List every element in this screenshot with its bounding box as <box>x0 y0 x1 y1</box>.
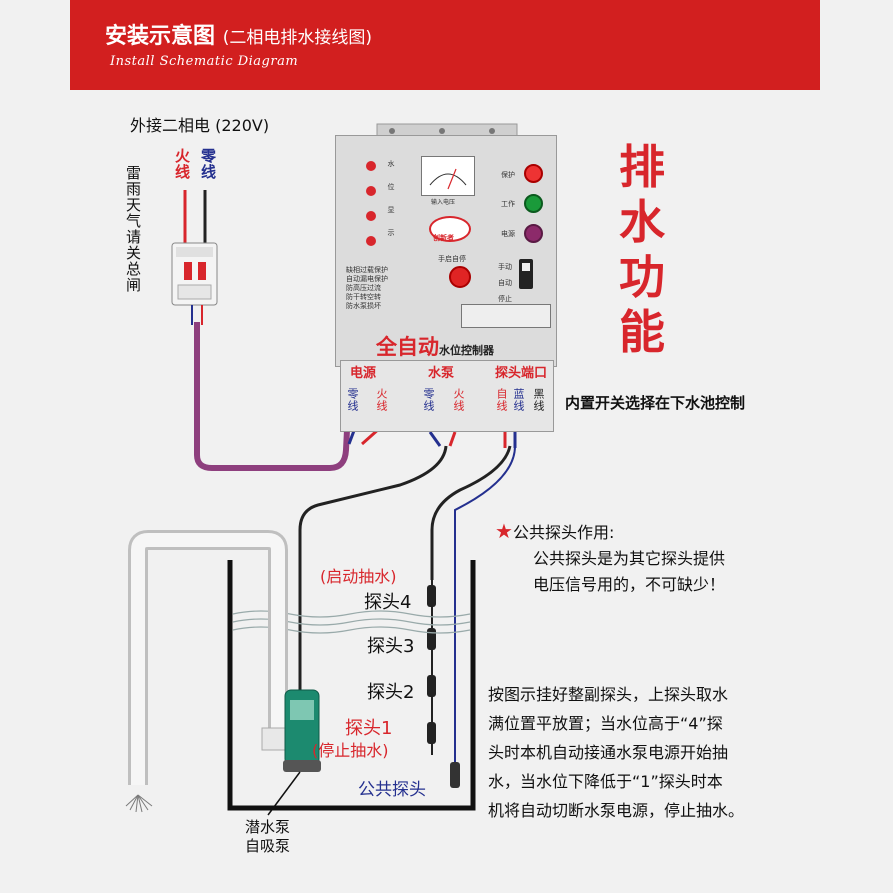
outlet-pipe <box>128 530 295 785</box>
probe-4-label: 探头4 <box>364 592 412 613</box>
status-work-label: 工作 <box>501 200 515 208</box>
terminal-probe-title: 探头端口 <box>495 366 548 381</box>
common-probe-note-line: 电压信号用的，不可缺少！ <box>533 575 726 594</box>
brand-name: 创新者 <box>433 234 454 242</box>
banner-title: 安装示意图 (二相电排水接线图) <box>105 18 372 50</box>
instruction-line: 按图示挂好整副探头，上探头取水 <box>488 685 729 704</box>
switch-note: 内置开关选择在下水池控制 <box>565 394 746 412</box>
mode-label-manual: 手动 <box>498 263 512 271</box>
terminal-power-title: 电源 <box>350 366 377 381</box>
banner-english: Install Schematic Diagram <box>110 54 299 69</box>
probe-2 <box>427 675 436 697</box>
feature-item: 防水泵损坏 <box>346 302 381 310</box>
manual-start-label: 手启自停 <box>438 255 466 263</box>
terminal-strip <box>340 360 554 432</box>
mode-label-stop: 停止 <box>498 295 512 303</box>
instruction-line: 机将自动切断水泵电源，停止抽水。 <box>488 801 745 820</box>
probe-3 <box>427 628 436 650</box>
common-probe-cable <box>454 445 516 775</box>
instructions: 按图示挂好整副探头，上探头取水 满位置平放置；当水位高于“4”探 头时本机自动接… <box>488 680 744 825</box>
probe-2-label: 探头2 <box>367 682 415 703</box>
breaker-warning: 雷雨天气请关总闸 <box>124 165 142 293</box>
function-title: 排水功能 <box>619 140 665 359</box>
product-name-big: 全自动 <box>376 335 439 359</box>
feature-item: 防干转空转 <box>346 293 381 301</box>
terminal-pump-title: 水泵 <box>428 366 455 381</box>
terminal-pump-live: 火线 <box>452 388 465 412</box>
pump-caption-line: 潜水泵 <box>245 818 291 836</box>
level-display-label: 水位显示 <box>387 160 395 252</box>
terminal-power-neutral: 零线 <box>346 388 359 412</box>
pump-cable <box>298 445 448 690</box>
banner-title-text: 安装示意图 <box>105 24 216 49</box>
spec-table <box>461 304 551 328</box>
status-protect-label: 保护 <box>501 171 515 179</box>
probe-stop-label: (停止抽水) <box>312 741 389 760</box>
supply-cable <box>194 322 350 471</box>
feature-item: 缺相过载保护 <box>346 266 388 274</box>
feature-list: 缺相过载保护 自动漏电保护 防高压过流 防干转空转 防水泵损坏 <box>346 266 388 311</box>
terminal-pump-neutral: 零线 <box>422 388 435 412</box>
pump-caption: 潜水泵 自吸泵 <box>245 818 290 856</box>
supply-label: 外接二相电 (220V) <box>130 116 270 135</box>
common-probe-note: ★公共探头作用: 公共探头是为其它探头提供 电压信号用的，不可缺少！ <box>495 518 725 598</box>
breaker-icon <box>171 242 218 306</box>
probe-common-label: 公共探头 <box>358 780 426 800</box>
breaker-live-label: 火线 <box>173 148 191 180</box>
pump-caption-line: 自吸泵 <box>245 837 291 855</box>
level-led-1 <box>366 161 376 171</box>
level-led-4 <box>366 236 376 246</box>
feature-item: 防高压过流 <box>346 284 381 292</box>
probe-cable <box>430 445 512 580</box>
water-tank <box>227 560 476 811</box>
probe-common <box>450 762 460 788</box>
water-spray-icon <box>125 794 153 813</box>
meter-caption: 输入电压 <box>431 199 456 206</box>
brand-logo <box>429 216 471 242</box>
controller-panel: 水位显示 输入电压 创新者 保护 工作 电源 手启自停 手动 自动 停止 缺相过… <box>335 135 557 367</box>
banner-subtitle: (二相电排水接线图) <box>222 28 372 48</box>
mode-switch[interactable] <box>519 259 533 289</box>
probe-3-label: 探头3 <box>367 636 415 657</box>
manual-start-button[interactable] <box>449 266 471 288</box>
instruction-line: 水，当水位下降低于“1”探头时本 <box>488 772 723 791</box>
protect-light <box>524 164 543 183</box>
terminal-probe-black: 黑线 <box>532 388 545 412</box>
header-banner <box>70 0 820 90</box>
level-led-2 <box>366 186 376 196</box>
probe-1 <box>427 722 436 744</box>
terminal-probe-white: 自线 <box>495 388 508 412</box>
product-name: 全自动水位控制器 <box>376 331 494 361</box>
probe-4 <box>427 585 436 607</box>
work-light <box>524 194 543 213</box>
level-led-3 <box>366 211 376 221</box>
star-icon: ★ <box>495 519 513 543</box>
power-light <box>524 224 543 243</box>
probe-start-label: (启动抽水) <box>320 567 397 586</box>
common-probe-note-title: 公共探头作用: <box>512 523 615 542</box>
status-power-label: 电源 <box>501 230 515 238</box>
product-name-small: 水位控制器 <box>439 344 494 357</box>
mode-labels: 手动 自动 停止 <box>498 259 512 307</box>
breaker-neutral-label: 零线 <box>199 148 217 180</box>
terminal-probe-blue: 蓝线 <box>512 388 525 412</box>
feature-item: 自动漏电保护 <box>346 275 388 283</box>
instruction-line: 头时本机自动接通水泵电源开始抽 <box>488 743 729 762</box>
common-probe-note-line: 公共探头是为其它探头提供 <box>533 549 726 568</box>
instruction-line: 满位置平放置；当水位高于“4”探 <box>488 714 723 733</box>
mode-label-auto: 自动 <box>498 279 512 287</box>
voltmeter <box>421 156 475 196</box>
terminal-power-live: 火线 <box>375 388 388 412</box>
submersible-pump-icon <box>283 689 321 772</box>
probe-1-label: 探头1 <box>345 718 393 739</box>
